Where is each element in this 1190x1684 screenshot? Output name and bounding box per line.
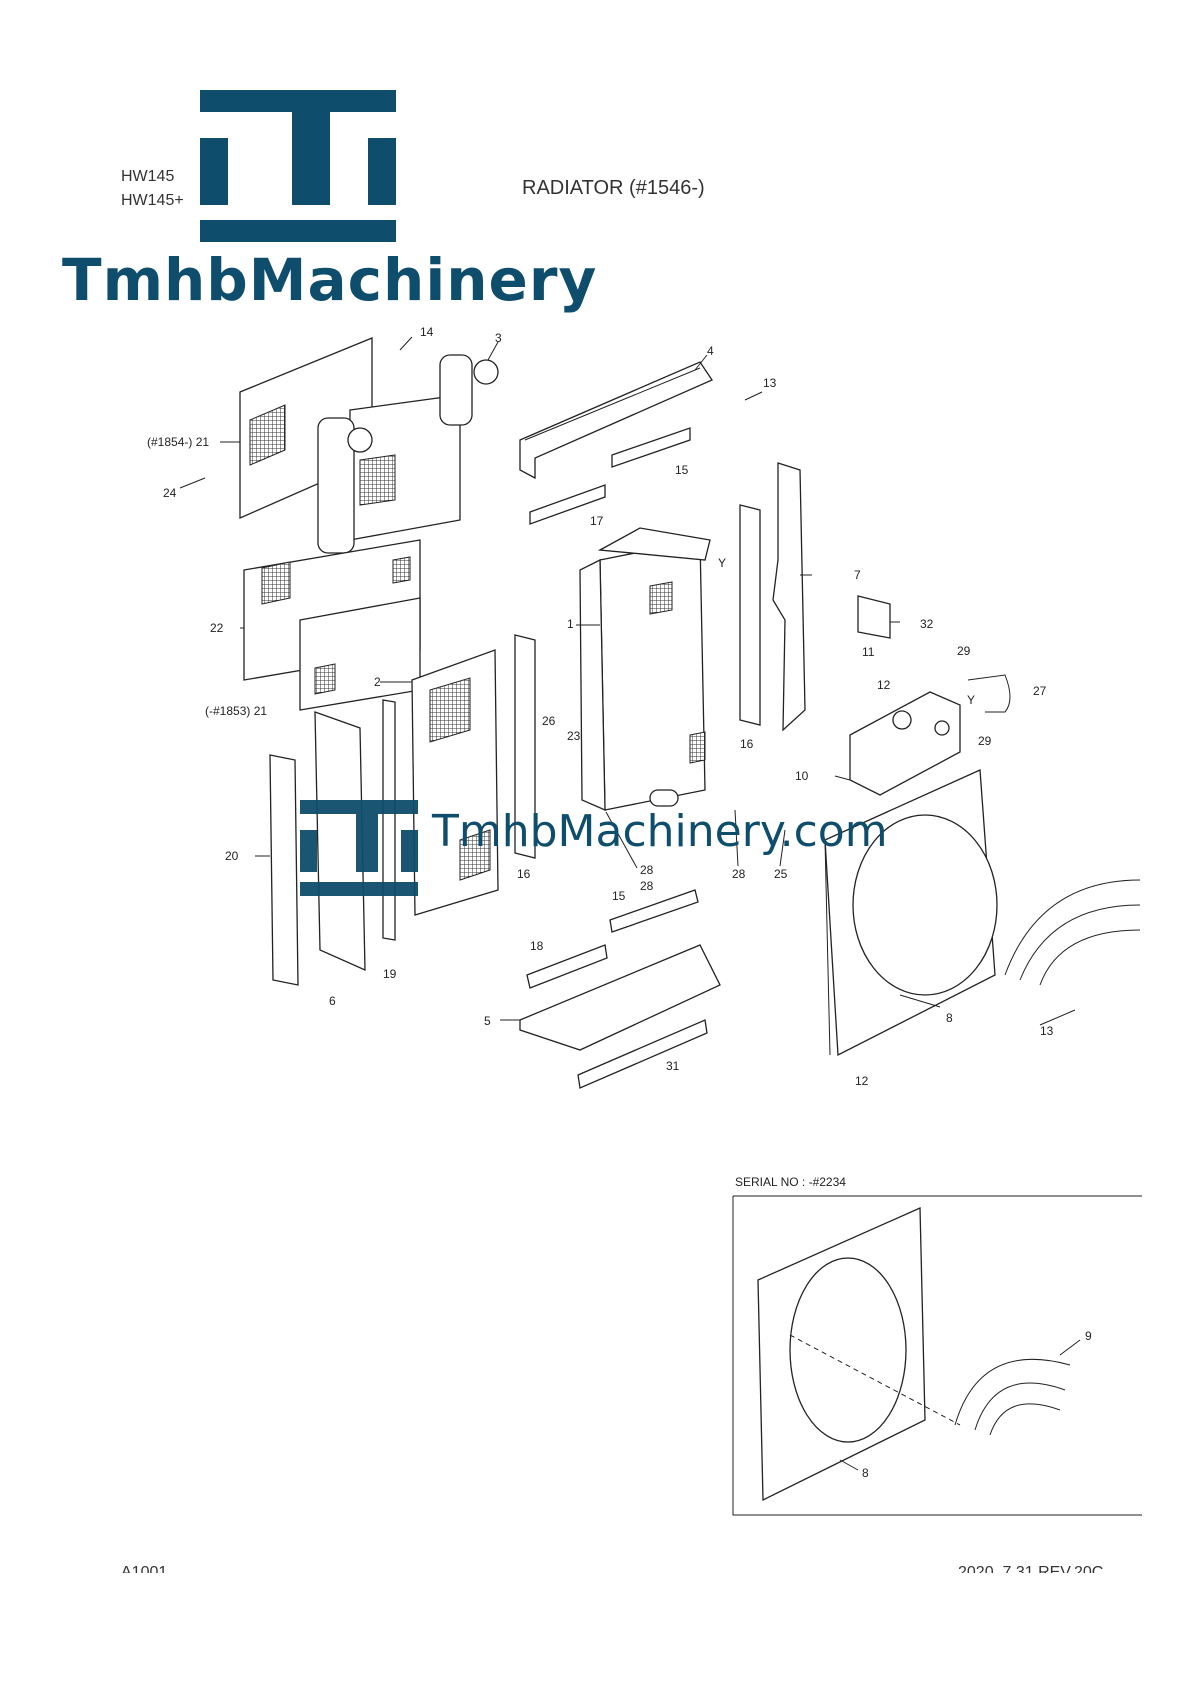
callout-25: 25 (774, 867, 788, 881)
part-seal-15-upper (611, 427, 691, 468)
part-seal-16-left (514, 634, 536, 859)
part-tank-10 (849, 691, 961, 796)
callout-1: 1 (567, 617, 574, 631)
callout-19: 19 (383, 967, 397, 981)
part-hose-27 (967, 674, 1011, 713)
callout-20: 20 (225, 849, 239, 863)
part-seal-15-lower (609, 889, 699, 933)
callout-23: 23 (567, 729, 581, 743)
inset-frame (732, 1195, 1142, 1516)
callout-17: 17 (590, 514, 604, 528)
callout-26: 26 (542, 714, 556, 728)
callout-16-left: 16 (517, 867, 531, 881)
footer-revision: 2020. 7.31 REV.20C (958, 1564, 1104, 1573)
callout-4: 4 (707, 344, 714, 358)
callout-13-lower: 13 (1040, 1024, 1054, 1038)
inset-serial-variant: SERIAL NO : -#2234 9 8 (732, 1175, 1142, 1516)
part-fan-guard (1004, 879, 1141, 986)
part-aftercooler-2 (411, 649, 499, 916)
part-seal-20 (269, 754, 299, 986)
callout-14: 14 (420, 325, 434, 339)
callout-28a: 28 (640, 863, 654, 877)
part-seal-31 (577, 1019, 708, 1089)
watermark-logo-mark (300, 800, 418, 896)
leader-lines (179, 336, 1076, 1026)
model-hw145-plus: HW145+ (121, 192, 184, 209)
callout-6: 6 (329, 994, 336, 1008)
callout-15-upper: 15 (675, 463, 689, 477)
callout-12-upper: 12 (877, 678, 891, 692)
footer-page-number: A1001 (121, 1564, 168, 1573)
callout-y-radiator: Y (718, 556, 726, 570)
callout-29-lower: 29 (978, 734, 992, 748)
callout-11: 11 (862, 645, 875, 659)
callout-5: 5 (484, 1014, 491, 1028)
callout-21-upper: (#1854-) 21 (147, 435, 209, 449)
part-block-32 (857, 595, 891, 639)
callout-16-right: 16 (740, 737, 754, 751)
part-seal-18 (526, 944, 608, 989)
callout-24: 24 (163, 486, 177, 500)
part-radiator-1 (579, 527, 711, 812)
logo-brand-text: TmhbMachinery (62, 246, 598, 314)
callout-18: 18 (530, 939, 544, 953)
callout-28b: 28 (640, 879, 654, 893)
callout-y-hose: Y (967, 693, 975, 707)
callout-10: 10 (795, 769, 809, 783)
part-intercooler-3 (317, 354, 499, 554)
callout-13-upper: 13 (763, 376, 777, 390)
callout-7: 7 (854, 568, 861, 582)
callout-27: 27 (1033, 684, 1047, 698)
callout-29-upper: 29 (957, 644, 971, 658)
callout-21-lower: (-#1853) 21 (205, 704, 267, 718)
part-seal-17 (529, 484, 606, 525)
part-plate-6 (314, 711, 366, 972)
model-hw145: HW145 (121, 168, 175, 185)
callout-12-lower: 12 (855, 1074, 869, 1088)
callout-15-lower: 15 (612, 889, 626, 903)
part-side-plate-7 (772, 462, 806, 732)
watermark-text: TmhbMachinery.com (432, 806, 888, 857)
part-seal-16-right (739, 504, 761, 726)
page-title: RADIATOR (#1546-) (522, 177, 705, 199)
callout-8: 8 (946, 1011, 953, 1025)
inset-label: SERIAL NO : -#2234 (735, 1175, 846, 1189)
inset-callout-9: 9 (1085, 1329, 1092, 1343)
callout-3: 3 (495, 331, 502, 345)
callout-22: 22 (210, 621, 224, 635)
callout-31: 31 (666, 1059, 680, 1073)
callout-32: 32 (920, 617, 934, 631)
part-bracket-4 (519, 361, 713, 480)
logo-mark (200, 90, 396, 242)
callout-28c: 28 (732, 867, 746, 881)
callout-2: 2 (374, 675, 381, 689)
part-shroud-8 (824, 769, 998, 1057)
inset-callout-8: 8 (862, 1466, 869, 1480)
part-bracket-5 (519, 944, 721, 1051)
part-strip-19 (382, 699, 396, 941)
inset-fan-guard-9 (954, 1358, 1071, 1436)
